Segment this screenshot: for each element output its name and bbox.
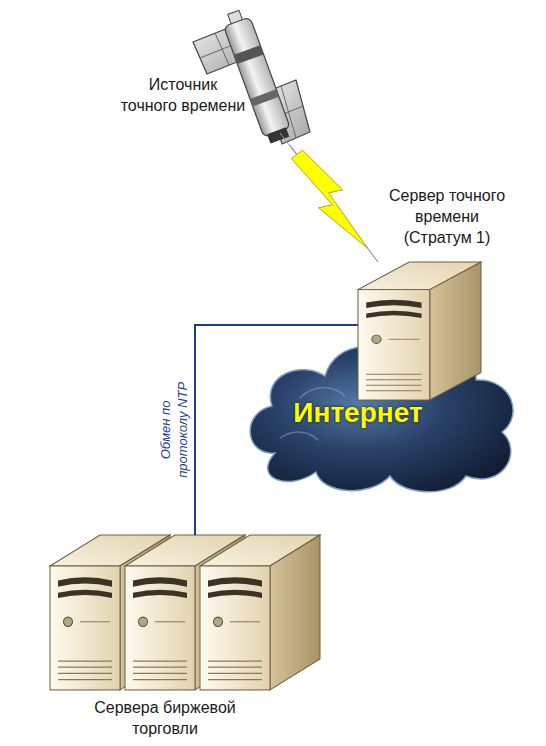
trading-server-tower <box>200 535 320 690</box>
edge-label: Обмен по протоколу NTP <box>158 375 192 485</box>
internet-cloud-node: Интернет <box>240 328 522 493</box>
satellite-hull <box>224 17 291 137</box>
time-server-tower <box>358 262 481 400</box>
satellite-band <box>234 45 264 64</box>
satellite-band <box>250 89 279 106</box>
satellite-node: Источник точного времени <box>190 15 310 145</box>
signal-line <box>290 145 378 262</box>
trading-servers-node: Сервера биржевой торговли <box>50 535 320 695</box>
ntp-line <box>195 325 358 535</box>
node-label: Источник точного времени <box>120 75 246 117</box>
satellite-body <box>220 8 293 145</box>
node-label: Сервер точного времени (Стратум 1) <box>385 186 509 248</box>
signal-line <box>280 133 378 262</box>
time-server-node: Сервер точного времени (Стратум 1) <box>358 262 481 400</box>
radio-link <box>280 133 378 262</box>
node-label: Сервера биржевой торговли <box>85 698 245 740</box>
lightning-bolt <box>291 150 367 248</box>
cloud-label: Интернет <box>288 396 428 430</box>
ntp-link <box>195 325 358 535</box>
